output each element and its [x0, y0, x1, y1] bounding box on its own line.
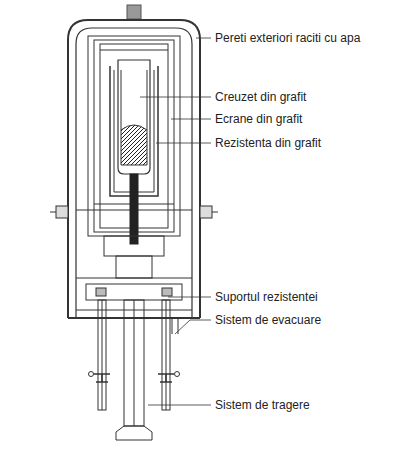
part-label: Sistem de evacuare	[215, 313, 321, 327]
part-label: Rezistenta din grafit	[215, 136, 321, 150]
part-label: Creuzet din grafit	[215, 90, 306, 104]
leader-lines	[140, 38, 211, 405]
part-label: Pereti exteriori raciti cu apa	[215, 31, 360, 45]
part-label: Suportul rezistentei	[215, 290, 318, 304]
part-label: Sistem de tragere	[215, 398, 310, 412]
part-label: Ecrane din grafit	[215, 112, 302, 126]
